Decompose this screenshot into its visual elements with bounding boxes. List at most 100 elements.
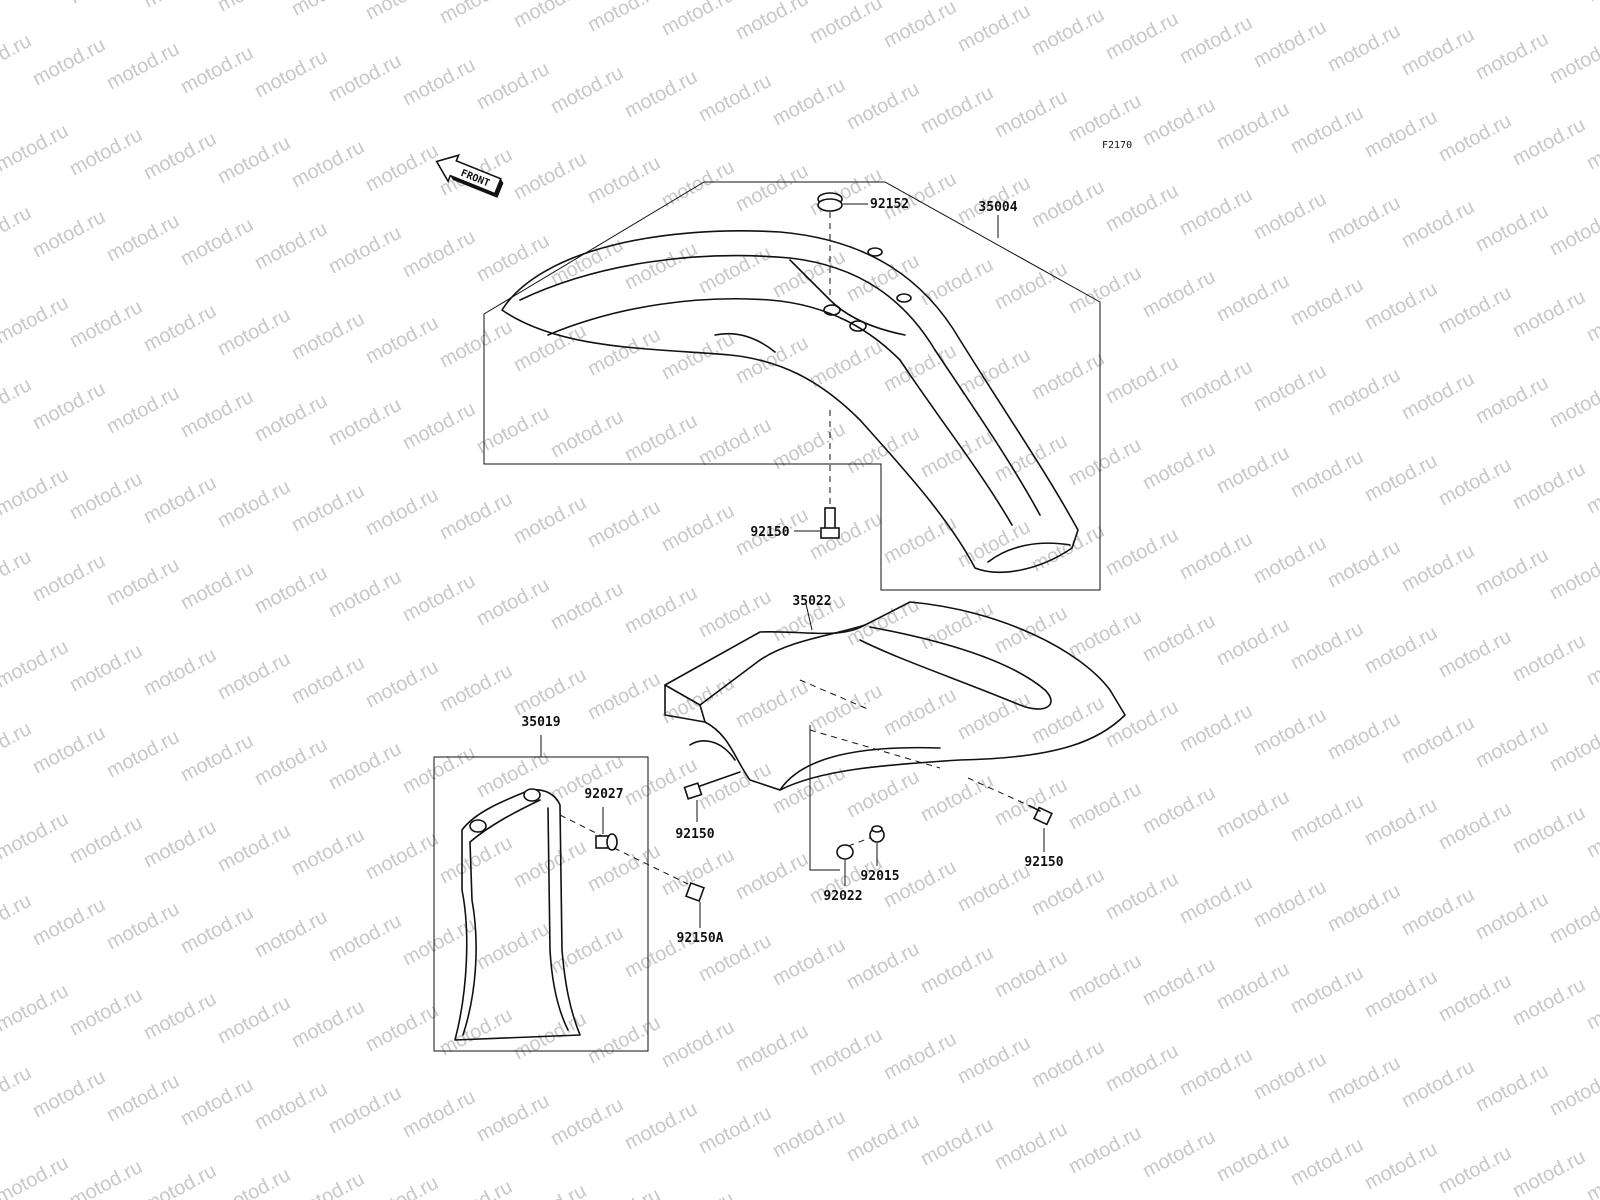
- watermark-text: motod.ru: [103, 210, 183, 266]
- watermark-text: motod.ru: [1546, 1064, 1600, 1120]
- watermark-text: motod.ru: [1028, 1036, 1108, 1092]
- watermark-text: motod.ru: [954, 1032, 1034, 1088]
- watermark-text: motod.ru: [1065, 778, 1145, 834]
- watermark-text: motod.ru: [917, 82, 997, 138]
- watermark-text: motod.ru: [140, 816, 220, 872]
- watermark-text: motod.ru: [1583, 978, 1600, 1034]
- watermark-text: motod.ru: [29, 550, 109, 606]
- watermark-text: motod.ru: [1583, 290, 1600, 346]
- watermark-text: motod.ru: [917, 598, 997, 654]
- watermark-text: motod.ru: [1324, 364, 1404, 420]
- watermark-text: motod.ru: [991, 258, 1071, 314]
- watermark-text: motod.ru: [1583, 118, 1600, 174]
- watermark-text: motod.ru: [1361, 1138, 1441, 1194]
- watermark-text: motod.ru: [29, 1066, 109, 1122]
- watermark-text: motod.ru: [1435, 798, 1515, 854]
- watermark-text: motod.ru: [66, 812, 146, 868]
- watermark-text: motod.ru: [1472, 888, 1552, 944]
- watermark-text: motod.ru: [103, 554, 183, 610]
- watermark-text: motod.ru: [1065, 434, 1145, 490]
- watermark-text: motod.ru: [1213, 958, 1293, 1014]
- watermark-text: motod.ru: [658, 672, 738, 728]
- watermark-text: motod.ru: [1509, 802, 1589, 858]
- watermark-text: motod.ru: [991, 774, 1071, 830]
- watermark-text: motod.ru: [66, 124, 146, 180]
- watermark-text: motod.ru: [66, 0, 146, 8]
- watermark-text: motod.ru: [399, 54, 479, 110]
- watermark-text: motod.ru: [1472, 716, 1552, 772]
- watermark-text: motod.ru: [1287, 790, 1367, 846]
- watermark-text: motod.ru: [880, 0, 960, 52]
- watermark-text: motod.ru: [103, 382, 183, 438]
- watermark-text: motod.ru: [399, 1086, 479, 1142]
- watermark-text: motod.ru: [288, 652, 368, 708]
- washer-nut-set: [809, 725, 885, 886]
- watermark-text: motod.ru: [0, 0, 72, 4]
- watermark-text: motod.ru: [399, 398, 479, 454]
- watermark-text: motod.ru: [214, 648, 294, 704]
- watermark-text: motod.ru: [1324, 20, 1404, 76]
- watermark-text: motod.ru: [732, 332, 812, 388]
- watermark-text: motod.ru: [1102, 352, 1182, 408]
- watermark-text: motod.ru: [0, 292, 72, 348]
- watermark-text: motod.ru: [584, 668, 664, 724]
- watermark-text: motod.ru: [177, 386, 257, 442]
- watermark-text: motod.ru: [0, 30, 35, 86]
- watermark-text: motod.ru: [1213, 98, 1293, 154]
- watermark-text: motod.ru: [1472, 200, 1552, 256]
- part-label-92022: 92022: [823, 889, 862, 904]
- watermark-text: motod.ru: [917, 770, 997, 826]
- watermark-text: motod.ru: [510, 492, 590, 548]
- watermark-text: motod.ru: [1509, 114, 1589, 170]
- watermark-text: motod.ru: [732, 0, 812, 44]
- watermark-text: motod.ru: [1213, 614, 1293, 670]
- watermark-text: motod.ru: [140, 128, 220, 184]
- watermark-text: motod.ru: [362, 828, 442, 884]
- watermark-text: motod.ru: [954, 516, 1034, 572]
- watermark-text: motod.ru: [584, 324, 664, 380]
- watermark-text: motod.ru: [251, 1078, 331, 1134]
- watermark-text: motod.ru: [325, 910, 405, 966]
- part-label-35004: 35004: [978, 200, 1017, 215]
- watermark-text: motod.ru: [214, 476, 294, 532]
- watermark-text: motod.ru: [806, 336, 886, 392]
- watermark-text: motod.ru: [806, 680, 886, 736]
- part-label-92150-top: 92150: [750, 525, 789, 540]
- bolt-92150-left: [683, 771, 741, 822]
- watermark-text: motod.ru: [1435, 454, 1515, 510]
- watermark-text: motod.ru: [362, 0, 442, 24]
- watermark-text: motod.ru: [1287, 618, 1367, 674]
- watermark-text: motod.ru: [1509, 0, 1589, 2]
- watermark-text: motod.ru: [177, 730, 257, 786]
- part-label-92150A: 92150A: [677, 931, 724, 946]
- watermark-text: motod.ru: [954, 860, 1034, 916]
- watermark-text: motod.ru: [1361, 106, 1441, 162]
- watermark-text: motod.ru: [288, 1168, 368, 1200]
- watermark-text: motod.ru: [288, 480, 368, 536]
- part-label-92150-right: 92150: [1024, 855, 1063, 870]
- watermark-text: motod.ru: [547, 406, 627, 462]
- watermark-text: motod.ru: [917, 254, 997, 310]
- watermark-text: motod.ru: [0, 718, 35, 774]
- watermark-text: motod.ru: [1250, 532, 1330, 588]
- watermark-text: motod.ru: [1065, 90, 1145, 146]
- watermark-text: motod.ru: [1250, 188, 1330, 244]
- watermark-text: motod.ru: [1287, 962, 1367, 1018]
- watermark-text: motod.ru: [1546, 548, 1600, 604]
- part-label-92027: 92027: [584, 787, 623, 802]
- watermark-text: motod.ru: [473, 58, 553, 114]
- watermark-text: motod.ru: [325, 50, 405, 106]
- watermark-text: motod.ru: [1102, 180, 1182, 236]
- watermark-text: motod.ru: [621, 410, 701, 466]
- watermark-text: motod.ru: [769, 934, 849, 990]
- watermark-text: motod.ru: [1287, 446, 1367, 502]
- watermark-text: motod.ru: [954, 344, 1034, 400]
- watermark-text: motod.ru: [621, 582, 701, 638]
- watermark-text: motod.ru: [1287, 274, 1367, 330]
- watermark-text: motod.ru: [214, 132, 294, 188]
- watermark-text: motod.ru: [1583, 1150, 1600, 1200]
- watermark-text: motod.ru: [880, 856, 960, 912]
- watermark-text: motod.ru: [880, 1028, 960, 1084]
- front-fender-group-box: [483, 181, 1101, 591]
- watermark-text: motod.ru: [103, 726, 183, 782]
